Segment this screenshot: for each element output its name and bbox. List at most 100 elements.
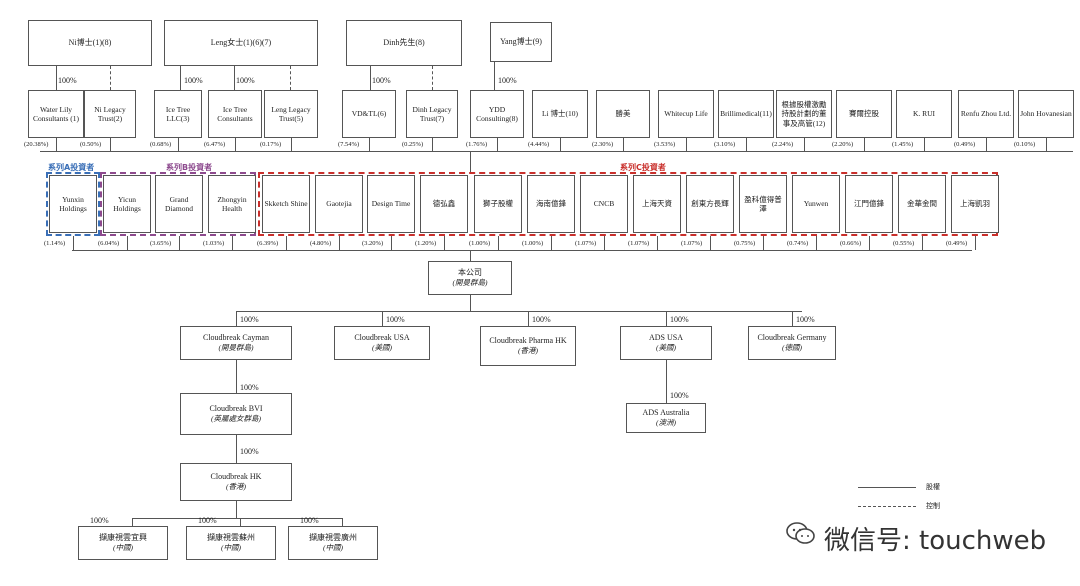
line [444, 236, 445, 250]
investor-name: 上海天資 [642, 199, 672, 209]
shareholder-box: 賽爾控股 [836, 90, 892, 138]
investor-pct: (3.65%) [150, 240, 172, 247]
shareholder-pct: (0.10%) [1014, 141, 1036, 148]
investor-box: 盈科億得普澤 [739, 175, 787, 233]
line [666, 359, 667, 403]
investor-pct: (1.20%) [415, 240, 437, 247]
control-line [432, 66, 433, 90]
line [497, 138, 498, 151]
shareholder-pct: (4.44%) [528, 141, 550, 148]
investor-name: Grand Diamond [165, 194, 193, 213]
line [240, 518, 241, 526]
shareholder-pct: (6.47%) [204, 141, 226, 148]
pct-ni-water-lily: 100% [58, 76, 77, 85]
holder-leng: Leng女士(1)(6)(7) [164, 20, 318, 66]
subsidiary-pct: 100% [670, 315, 689, 324]
investor-box: Zhongyin Health [208, 175, 256, 233]
line [234, 66, 235, 90]
shareholder-name: 勝美 [615, 109, 631, 119]
subsidiary-name: Cloudbreak Cayman [203, 333, 269, 343]
legend-equity-line [858, 487, 916, 488]
ads-australia-place: (澳洲) [655, 418, 676, 428]
shareholder-box: Ice Tree LLC(3) [154, 90, 202, 138]
holder-yang-label: Yang博士(9) [500, 37, 542, 46]
china-subsidiary-box: 擷康視雲蘇州(中國) [186, 526, 276, 560]
shareholder-pct: (7.54%) [338, 141, 360, 148]
shareholder-box: VD&TL(6) [342, 90, 396, 138]
shareholder-name: John Hovanesian [1020, 109, 1072, 119]
line [73, 236, 74, 250]
line [816, 236, 817, 250]
holder-dinh: Dinh先生(8) [346, 20, 462, 66]
shareholder-pct: (3.53%) [654, 141, 676, 148]
line [528, 311, 529, 326]
line [291, 138, 292, 151]
investor-name: Design Time [371, 199, 411, 209]
watermark-text: 微信号: touchweb [824, 526, 1047, 556]
line [232, 236, 233, 250]
shareholder-box: YDD Consulting(8) [470, 90, 524, 138]
line [369, 138, 370, 151]
shareholder-name: Li 博士(10) [541, 109, 579, 119]
shareholder-name: Ni Legacy Trust(2) [94, 104, 126, 123]
investor-pct: (0.49%) [946, 240, 968, 247]
china-sub-name: 擷康視雲宜興 [99, 533, 147, 543]
line [370, 66, 371, 90]
pct-hk: 100% [240, 447, 259, 456]
china-sub-place: (中國) [221, 543, 241, 553]
line [235, 138, 236, 151]
legend-control-label: 控制 [926, 502, 940, 510]
investor-box: Grand Diamond [155, 175, 203, 233]
line [236, 435, 237, 463]
china-subsidiary-box: 擷康視雲宜興(中國) [78, 526, 168, 560]
line [342, 518, 343, 526]
investor-name: Zhongyin Health [217, 194, 247, 213]
control-line [110, 66, 111, 90]
china-sub-name: 擷康視雲蘇州 [207, 533, 255, 543]
subsidiaries-bus [236, 311, 802, 312]
line [180, 66, 181, 90]
investor-box: Gaotejia [315, 175, 363, 233]
shareholder-name: 根據股權激勵持股計劃的董事及高管(12) [781, 99, 827, 128]
investor-name: 創東方長輝 [691, 199, 729, 209]
investor-name: Yicun Holdings [113, 194, 141, 213]
shareholder-name: Brillimedical(11) [720, 109, 772, 119]
line [498, 236, 499, 250]
shareholder-name: Ice Tree LLC(3) [165, 104, 191, 123]
company-name: 本公司 [458, 268, 482, 278]
subsidiary-place: (開曼群島) [218, 343, 254, 353]
shareholder-name: VD&TL(6) [351, 109, 387, 119]
line [864, 138, 865, 151]
investor-pct: (3.20%) [362, 240, 384, 247]
shareholder-box: John Hovanesian [1018, 90, 1074, 138]
subsidiary-place: (德國) [782, 343, 802, 353]
line [746, 138, 747, 151]
shareholder-name: Water Lily Consultants (1) [32, 104, 80, 123]
subsidiary-box: ADS USA(美國) [620, 326, 712, 360]
investor-box: Design Time [367, 175, 415, 233]
line [286, 236, 287, 250]
line [470, 151, 471, 172]
investor-box: Skketch Shine [262, 175, 310, 233]
line [924, 138, 925, 151]
investor-pct: (1.07%) [628, 240, 650, 247]
subsidiary-pct: 100% [796, 315, 815, 324]
shareholder-pct: (2.20%) [832, 141, 854, 148]
shareholder-name: Renfu Zhou Ltd. [960, 109, 1012, 119]
investor-name: 獅子股權 [483, 199, 513, 209]
line [56, 66, 57, 90]
shareholder-pct: (1.45%) [892, 141, 914, 148]
line [623, 138, 624, 151]
series-b-label: 系列B投資者 [166, 163, 213, 172]
shareholder-box: Renfu Zhou Ltd. [958, 90, 1014, 138]
shareholder-name: K. RUI [912, 109, 936, 119]
subsidiary-box: Cloudbreak Cayman(開曼群島) [180, 326, 292, 360]
subsidiary-place: (美國) [655, 343, 676, 353]
pct-leng-icetree-cons: 100% [236, 76, 255, 85]
china-bus [132, 518, 342, 519]
line [236, 359, 237, 393]
investor-name: Skketch Shine [264, 199, 308, 209]
investor-pct: (6.39%) [257, 240, 279, 247]
line [494, 62, 495, 90]
shareholder-pct: (0.50%) [80, 141, 102, 148]
